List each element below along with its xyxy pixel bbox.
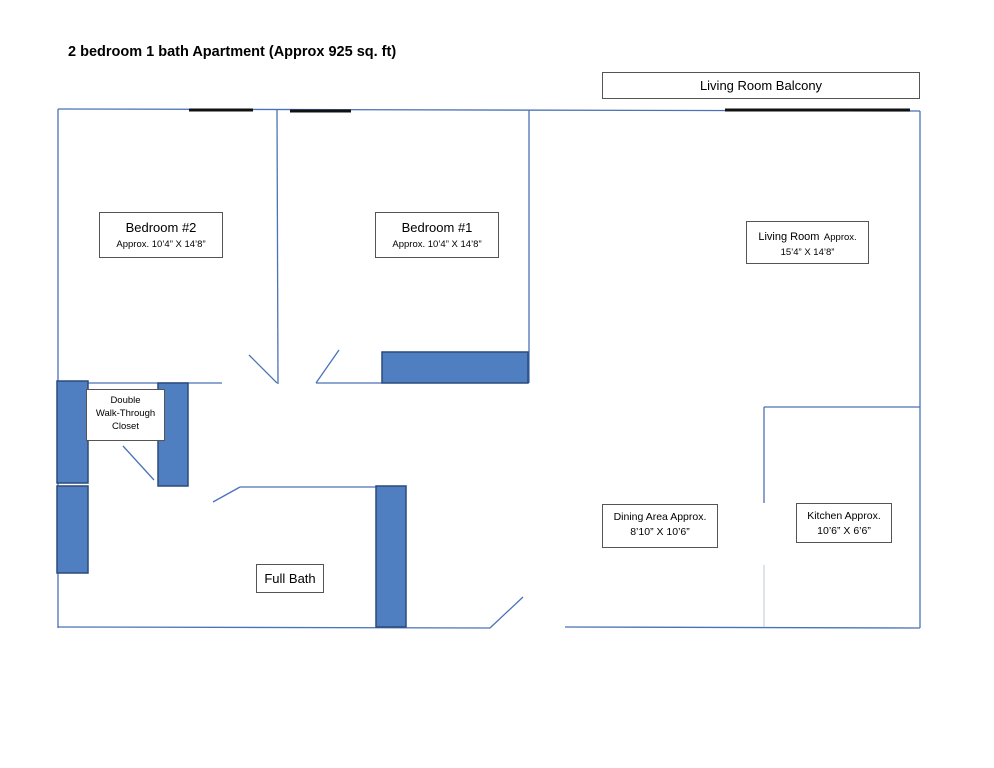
bottom-wall-right [564, 626, 921, 629]
dining-dimensions: 8’10” X 10’6” [630, 526, 690, 538]
bath-label: Full Bath [256, 564, 324, 593]
bottom-wall-left [57, 626, 491, 629]
entry-door [489, 596, 524, 629]
bedroom1-closet [381, 351, 529, 384]
living-room-name: Living Room [758, 231, 820, 243]
kitchen-name: Kitchen Approx. [807, 510, 881, 522]
balcony-label: Living Room Balcony [602, 72, 920, 99]
bath-door-top [212, 486, 241, 503]
kitchen-dimensions: 10’6” X 6’6” [817, 525, 871, 537]
walls [57, 108, 921, 629]
closet-line2: Walk-Through [95, 408, 156, 419]
bedroom2-name: Bedroom #2 [125, 220, 197, 235]
bedroom1-label: Bedroom #1 Approx. 10’4” X 14’8” [375, 212, 499, 258]
closet-shelf-left-upper [56, 380, 89, 484]
bedroom1-dimensions: Approx. 10’4” X 14’8” [392, 239, 482, 250]
bedroom1-door [315, 349, 340, 384]
bedroom-partition-wall [276, 108, 279, 385]
closet-door [122, 445, 155, 481]
closet-line1: Double [110, 395, 141, 406]
dining-label: Dining Area Approx. 8’10” X 10’6” [602, 504, 718, 548]
living-room-label: Living Room Approx. 15’4” X 14’8” [746, 221, 869, 264]
living-room-dimensions: 15’4” X 14’8” [780, 247, 835, 258]
bedroom1-name: Bedroom #1 [401, 220, 473, 235]
closet-line3: Closet [112, 421, 139, 432]
dining-name: Dining Area Approx. [613, 511, 707, 523]
bath-fixture [375, 485, 407, 628]
bedroom2-label: Bedroom #2 Approx. 10’4” X 14’8” [99, 212, 223, 258]
windows [189, 108, 910, 113]
closet-label: Double Walk-Through Closet [86, 389, 165, 441]
kitchen-label: Kitchen Approx. 10’6” X 6’6” [796, 503, 892, 543]
closet-shelf-left-lower [56, 485, 89, 574]
bedroom2-dimensions: Approx. 10’4” X 14’8” [116, 239, 206, 250]
bedroom2-door [248, 354, 278, 384]
living-room-approx: Approx. [823, 232, 857, 243]
page-title: 2 bedroom 1 bath Apartment (Approx 925 s… [68, 44, 397, 60]
